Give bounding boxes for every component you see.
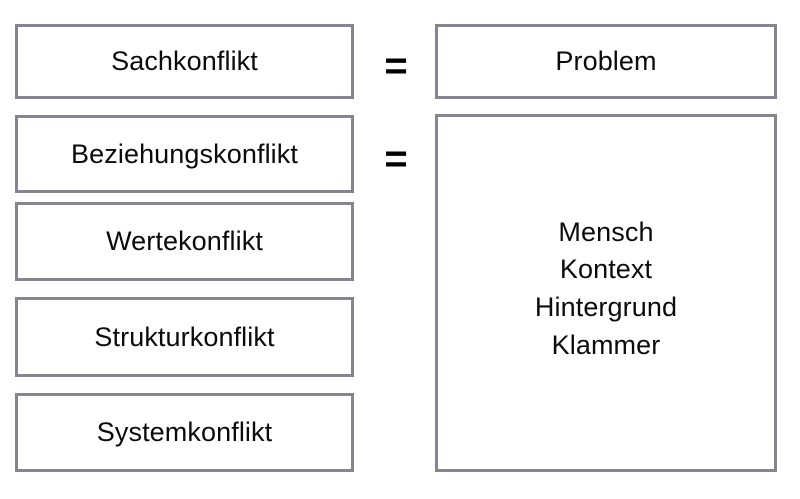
conflict-box-systemkonflikt: Systemkonflikt bbox=[15, 393, 354, 472]
outcome-box-label-kontext: Kontext bbox=[559, 254, 653, 285]
outcome-box-human-factors: Mensch Kontext Hintergrund Klammer bbox=[435, 114, 777, 472]
conflict-box-sachkonflikt: Sachkonflikt bbox=[15, 24, 354, 99]
conflict-box-label: Wertekonflikt bbox=[106, 226, 263, 256]
outcome-box-label-klammer: Klammer bbox=[551, 329, 661, 360]
conflict-box-label: Sachkonflikt bbox=[111, 46, 258, 76]
conflict-box-label: Beziehungskonflikt bbox=[71, 138, 298, 169]
outcome-box-label: Problem bbox=[555, 46, 657, 76]
outcome-box-label-hintergrund: Hintergrund bbox=[534, 292, 678, 322]
outcome-box-label-stack: Mensch Kontext Hintergrund Klammer bbox=[535, 215, 677, 364]
equals-sign-icon-problem: = bbox=[384, 44, 408, 88]
equals-sign-icon-human-factors: = bbox=[384, 137, 408, 181]
conflict-box-label: Strukturkonflikt bbox=[94, 321, 275, 352]
outcome-box-label-mensch: Mensch bbox=[558, 216, 654, 247]
conflict-box-strukturkonflikt: Strukturkonflikt bbox=[15, 297, 354, 377]
conflict-box-beziehungskonflikt: Beziehungskonflikt bbox=[15, 115, 354, 193]
conflict-box-label: Systemkonflikt bbox=[96, 417, 273, 447]
conflict-box-wertekonflikt: Wertekonflikt bbox=[15, 202, 354, 281]
outcome-box-problem: Problem bbox=[435, 24, 777, 99]
